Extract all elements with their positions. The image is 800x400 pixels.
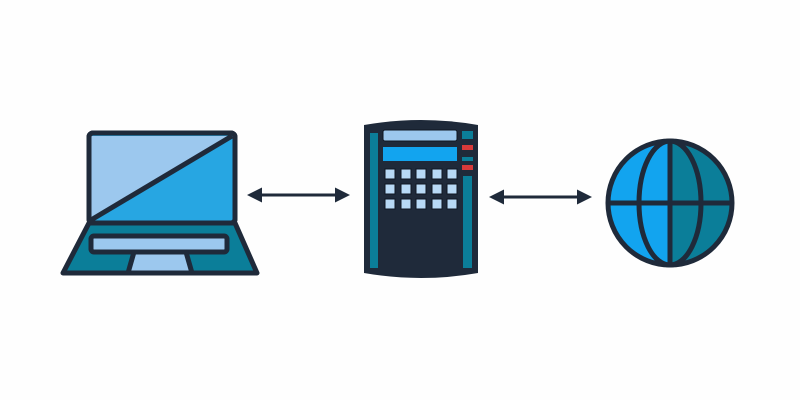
laptop-icon: [60, 130, 260, 276]
keypad: [384, 168, 458, 210]
globe-icon: [605, 138, 735, 268]
firewall-device-icon: [364, 120, 478, 278]
